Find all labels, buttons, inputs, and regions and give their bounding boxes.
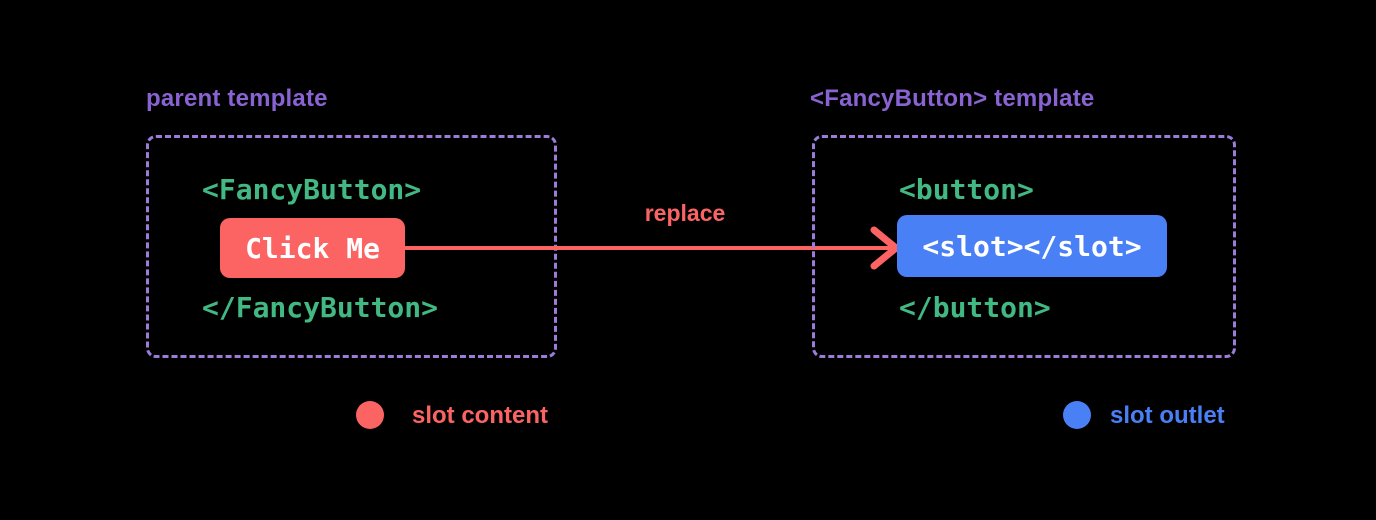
fancybutton-template-title: <FancyButton> template [810, 85, 1095, 112]
fancybutton-open-tag: <FancyButton> [202, 173, 422, 206]
slot-content-chip: Click Me [220, 218, 405, 278]
fancybutton-template-box [812, 135, 1236, 358]
slot-outlet-chip: <slot></slot> [897, 215, 1167, 277]
button-close-tag: </button> [899, 291, 1051, 324]
button-open-tag: <button> [899, 173, 1034, 206]
slot-content-legend-label: slot content [412, 402, 548, 429]
slot-outlet-legend-label: slot outlet [1110, 402, 1225, 429]
slot-outlet-dot-icon [1063, 401, 1091, 429]
slot-content-dot-icon [356, 401, 384, 429]
replace-arrow-icon [405, 226, 900, 270]
parent-template-title: parent template [146, 85, 328, 112]
replace-label: replace [644, 200, 726, 226]
fancybutton-close-tag: </FancyButton> [202, 291, 439, 324]
